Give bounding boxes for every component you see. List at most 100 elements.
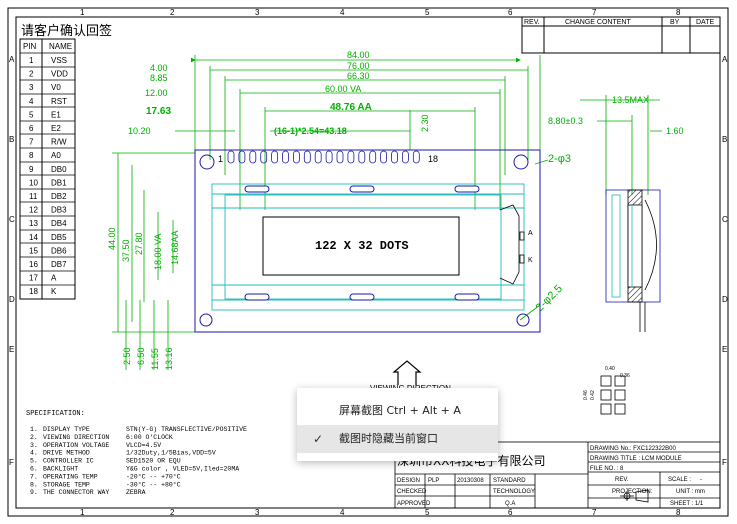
dim-aa1468: 14.68AA <box>170 230 180 265</box>
menu-item-hide-window[interactable]: ✓ 截图时隐藏当前窗口 <box>297 425 498 453</box>
row-letter: E <box>9 345 14 354</box>
file-number: FILE NO. : 8 <box>590 466 624 472</box>
row-letter: F <box>9 458 14 467</box>
checked-label: CHECKED <box>397 489 427 495</box>
pin-name: V0 <box>51 83 61 92</box>
spec-value: -30°C -- +80°C <box>126 480 181 488</box>
spec-name: BACKLIGHT <box>43 466 78 473</box>
connector-pin <box>412 150 420 164</box>
dim-b1155: 11.55 <box>150 348 160 370</box>
approved-label: APPROVED <box>397 501 431 507</box>
dim-left12: 12.00 <box>145 88 168 98</box>
rev-label: REV. <box>615 477 629 483</box>
lcm-module-outline <box>194 149 541 333</box>
pin-header: PIN <box>23 42 37 51</box>
change-header: CHANGE CONTENT <box>565 19 631 26</box>
pin-number: 18 <box>29 287 38 296</box>
row-letter: D <box>722 295 728 304</box>
technology-label: TECHNOLOGY <box>493 489 535 495</box>
spec-name: VIEWING DIRECTION <box>43 434 109 441</box>
mount-hole-tr <box>513 154 529 170</box>
pad-046: 0.46 <box>583 390 589 400</box>
pin-name: E1 <box>51 110 61 119</box>
row-letter: A <box>9 55 15 64</box>
menu-item-screenshot[interactable]: 屏幕截图 Ctrl + Alt + A <box>297 397 498 425</box>
spec-title: SPECIFICATION: <box>26 410 85 418</box>
row-letter: B <box>722 135 727 144</box>
pin-number: 8 <box>29 151 34 160</box>
design-date: 20130308 <box>457 478 484 484</box>
menu-item-label: 截图时隐藏当前窗口 <box>339 432 438 445</box>
spec-value: -20°C -- +70°C <box>126 472 181 480</box>
pin-number: 9 <box>29 165 34 174</box>
pad-042: 0.42 <box>590 390 596 400</box>
pin-number: 7 <box>29 138 34 147</box>
pin-number: 2 <box>29 70 34 79</box>
row-letter: C <box>9 215 15 224</box>
connector-pin <box>358 150 366 164</box>
dim-hole25: 2-φ2.5 <box>534 283 565 314</box>
pin-number: 4 <box>29 97 34 106</box>
connector-pins <box>227 150 420 164</box>
row-letter: D <box>9 295 15 304</box>
spec-name: CONTROLLER IC <box>43 458 94 465</box>
design-label: DESIGN <box>397 478 420 484</box>
pin-name: DB2 <box>51 192 67 201</box>
pin-number: 1 <box>29 56 34 65</box>
pin-name: DB0 <box>51 165 67 174</box>
connector-pin <box>238 150 246 164</box>
spec-value: 1/32Duty,1/5Bias,VDD=5V <box>126 450 216 457</box>
dim-left4: 4.00 <box>150 63 168 73</box>
row-letter: C <box>722 215 728 224</box>
connector-pin <box>260 150 268 164</box>
pin-name: R/W <box>51 138 67 147</box>
row-letter: E <box>722 345 727 354</box>
side-view <box>605 189 661 332</box>
connector-pin <box>227 150 235 164</box>
col-number: 2 <box>170 508 175 517</box>
dim-b650: 6.50 <box>136 347 146 365</box>
revision-table: REV. CHANGE CONTENT BY DATE <box>521 16 721 54</box>
connector-pin <box>369 150 377 164</box>
col-number: 1 <box>80 508 85 517</box>
pad-detail <box>600 375 626 415</box>
spec-index: 8. <box>30 481 38 488</box>
standard-label: STANDARD <box>493 478 526 484</box>
dim-va18: 18.00 VA <box>153 234 163 270</box>
projection-symbol-icon <box>620 489 649 503</box>
lead-a-label: A <box>528 230 533 237</box>
connector-pin <box>347 150 355 164</box>
pad-040: 0.40 <box>605 366 615 372</box>
by-header: BY <box>670 19 680 26</box>
dim-44: 44.00 <box>107 227 117 250</box>
connector-pin <box>314 150 322 164</box>
col-number: 8 <box>676 508 681 517</box>
lcd-viewing-area <box>262 216 460 276</box>
pin-name: A <box>51 274 57 283</box>
drawing-border <box>7 7 729 517</box>
connector-pin <box>271 150 279 164</box>
pin-name: DB1 <box>51 178 67 187</box>
spec-value: SED1520 OR EQU <box>126 458 181 465</box>
pad-036: 0.36 <box>620 373 630 379</box>
pin-18-label: 18 <box>428 154 438 164</box>
pin-header: NAME <box>49 42 72 51</box>
checkmark-icon: ✓ <box>313 432 324 446</box>
row-letter: A <box>722 55 728 64</box>
pin-number: 15 <box>29 246 38 255</box>
connector-pin <box>292 150 300 164</box>
pin-1-label: 1 <box>218 154 223 164</box>
pin-number: 13 <box>29 219 38 228</box>
pin-name: VDD <box>51 70 68 79</box>
connector-pin <box>325 150 333 164</box>
col-number: 5 <box>425 508 430 517</box>
dim-pitch: (16-1)*2.54=43.18 <box>274 126 347 136</box>
row-letter: B <box>9 135 14 144</box>
spec-value: STN(Y-G) TRANSFLECTIVE/POSITIVE <box>126 426 247 433</box>
col-number: 3 <box>255 8 260 17</box>
connector-pin <box>380 150 388 164</box>
spec-index: 9. <box>30 489 38 496</box>
lead-labels: A K <box>528 230 533 264</box>
drawing-number: DRAWING No.: FXC122322B00 <box>590 446 676 452</box>
spec-index: 7. <box>30 473 38 480</box>
